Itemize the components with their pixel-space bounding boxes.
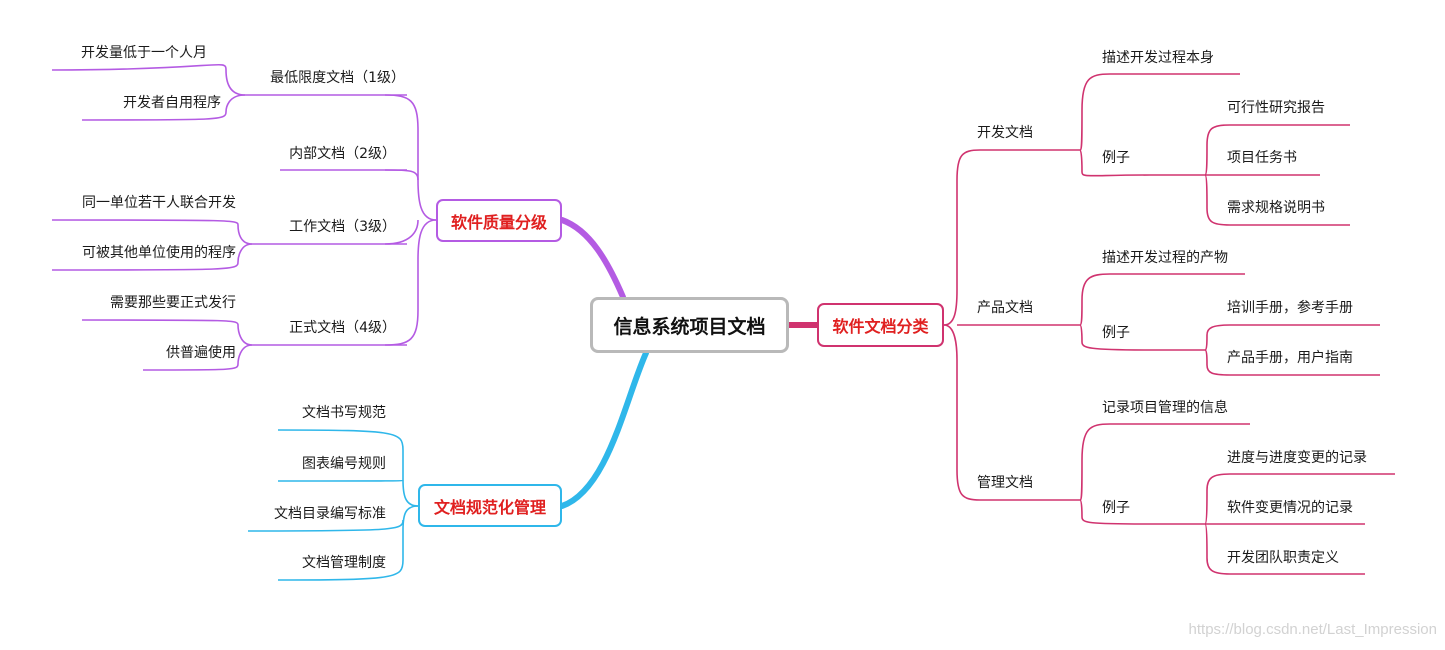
- product-desc: 描述开发过程的产物: [1102, 250, 1228, 266]
- root-to-standardization-connector: [559, 350, 649, 509]
- classification-node: 软件文档分类: [817, 303, 944, 347]
- product-example-label: 例子: [1102, 325, 1130, 341]
- working-item-1: 同一单位若干人联合开发: [82, 195, 236, 211]
- standard-item-3: 文档目录编写标准: [274, 506, 386, 522]
- root-to-quality-connector: [559, 217, 626, 300]
- minimal-item-2: 开发者自用程序: [123, 95, 221, 111]
- standard-item-4: 文档管理制度: [302, 555, 386, 571]
- formal-item-2: 供普遍使用: [166, 345, 236, 361]
- management-desc: 记录项目管理的信息: [1102, 400, 1228, 416]
- product-doc-label: 产品文档: [977, 300, 1033, 316]
- formal-doc-label: 正式文档（4级）: [289, 320, 396, 336]
- development-example-3: 需求规格说明书: [1227, 200, 1325, 216]
- management-example-label: 例子: [1102, 500, 1130, 516]
- standard-item-1: 文档书写规范: [302, 405, 386, 421]
- management-example-2: 软件变更情况的记录: [1227, 500, 1353, 516]
- internal-doc-label: 内部文档（2级）: [289, 146, 396, 162]
- management-example-1: 进度与进度变更的记录: [1227, 450, 1367, 466]
- quality-levels-node: 软件质量分级: [436, 199, 562, 242]
- standardization-node: 文档规范化管理: [418, 484, 562, 527]
- formal-item-1: 需要那些要正式发行: [110, 295, 236, 311]
- standardization-branch-lines: [247, 429, 419, 581]
- watermark: https://blog.csdn.net/Last_Impression: [1188, 621, 1437, 638]
- root-node: 信息系统项目文档: [590, 297, 789, 353]
- product-example-1: 培训手册，参考手册: [1227, 300, 1353, 316]
- standard-item-2: 图表编号规则: [302, 456, 386, 472]
- minimal-item-1: 开发量低于一个人月: [81, 45, 207, 61]
- minimal-doc-label: 最低限度文档（1级）: [270, 70, 405, 86]
- product-example-2: 产品手册，用户指南: [1227, 350, 1353, 366]
- management-doc-label: 管理文档: [977, 475, 1033, 491]
- quality-branch-lines: [51, 63, 437, 371]
- development-example-2: 项目任务书: [1227, 150, 1297, 166]
- development-doc-label: 开发文档: [977, 125, 1033, 141]
- management-example-3: 开发团队职责定义: [1227, 550, 1339, 566]
- development-desc: 描述开发过程本身: [1102, 50, 1214, 66]
- development-example-label: 例子: [1102, 150, 1130, 166]
- working-doc-label: 工作文档（3级）: [289, 219, 396, 235]
- development-example-1: 可行性研究报告: [1227, 100, 1325, 116]
- working-item-2: 可被其他单位使用的程序: [82, 245, 236, 261]
- classification-branch-lines: [943, 73, 1395, 575]
